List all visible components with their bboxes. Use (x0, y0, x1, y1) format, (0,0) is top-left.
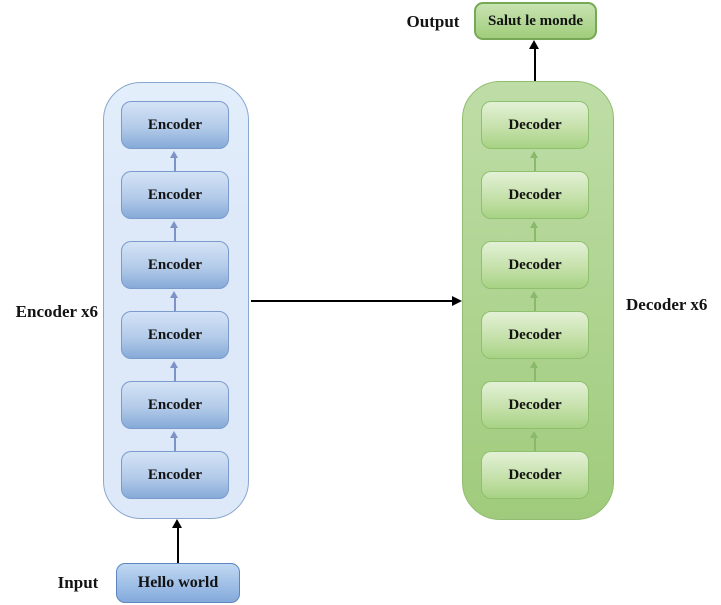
encoder-arrow-head-icon (170, 221, 178, 228)
encoder-block-5: Encoder (121, 381, 229, 429)
encoder-arrow-head-icon (170, 291, 178, 298)
output-text-box: Salut le monde (474, 2, 597, 40)
encoder-stack-label: Encoder x6 (15, 302, 98, 321)
decoder-arrow-line (534, 367, 536, 381)
encoder-block-2: Encoder (121, 171, 229, 219)
output-arrow-line (534, 48, 536, 81)
encoder-arrow-head-icon (170, 361, 178, 368)
decoder-stack-label: Decoder x6 (626, 295, 708, 314)
decoder-arrow-head-icon (530, 291, 538, 298)
decoder-arrow-line (534, 227, 536, 241)
encoder-arrow-head-icon (170, 151, 178, 158)
input-text-box: Hello world (116, 563, 240, 603)
encoder-block-4: Encoder (121, 311, 229, 359)
decoder-block-5: Decoder (481, 381, 589, 429)
encoder-arrow-line (174, 297, 176, 311)
decoder-block-1: Decoder (481, 101, 589, 149)
decoder-block-6: Decoder (481, 451, 589, 499)
input-arrow-line (177, 527, 179, 563)
encoder-arrow-line (174, 437, 176, 451)
encoder-arrow-line (174, 227, 176, 241)
encoder-block-6: Encoder (121, 451, 229, 499)
input-label: Input (57, 573, 99, 592)
decoder-arrow-head-icon (530, 431, 538, 438)
decoder-arrow-head-icon (530, 361, 538, 368)
output-arrow-head-icon (529, 40, 539, 49)
encoder-block-3: Encoder (121, 241, 229, 289)
encoder-block-1: Encoder (121, 101, 229, 149)
output-label: Output (406, 12, 460, 31)
encoder-arrow-line (174, 157, 176, 171)
decoder-block-4: Decoder (481, 311, 589, 359)
decoder-block-2: Decoder (481, 171, 589, 219)
decoder-arrow-line (534, 157, 536, 171)
input-arrow-head-icon (172, 519, 182, 528)
decoder-arrow-line (534, 297, 536, 311)
encoder-arrow-line (174, 367, 176, 381)
decoder-arrow-head-icon (530, 221, 538, 228)
encoder-arrow-head-icon (170, 431, 178, 438)
decoder-container (462, 81, 614, 520)
decoder-block-3: Decoder (481, 241, 589, 289)
decoder-arrow-line (534, 437, 536, 451)
encoder-to-decoder-arrow-head-icon (452, 296, 462, 306)
decoder-arrow-head-icon (530, 151, 538, 158)
encoder-to-decoder-arrow-line (251, 300, 452, 302)
